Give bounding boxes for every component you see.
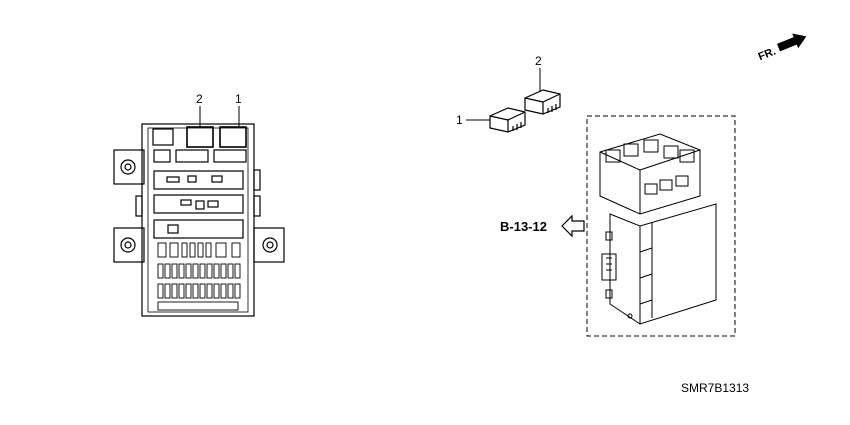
- arrow-left-outline-icon: [561, 214, 585, 238]
- diagram-code: SMR7B1313: [681, 381, 749, 395]
- assembly-dashed-outline: [586, 115, 736, 337]
- control-unit-isometric: [599, 133, 717, 325]
- fuse-slot-grid: [157, 242, 241, 311]
- front-indicator: FR.: [757, 33, 807, 64]
- relay-part-1: [489, 107, 526, 133]
- callout-2-right: 2: [535, 54, 542, 68]
- arrow-right-icon: [777, 33, 807, 52]
- reference-label[interactable]: B-13-12: [500, 219, 547, 234]
- callout-2-left: 2: [196, 92, 203, 106]
- right-callout-leaders: [466, 68, 541, 121]
- front-indicator-text: FR.: [757, 46, 778, 64]
- relay-part-2: [524, 89, 561, 115]
- callout-1-left: 1: [235, 92, 242, 106]
- callout-1-right: 1: [456, 113, 463, 127]
- left-callout-leaders: [199, 106, 240, 127]
- relay-box-front-view: [113, 123, 285, 317]
